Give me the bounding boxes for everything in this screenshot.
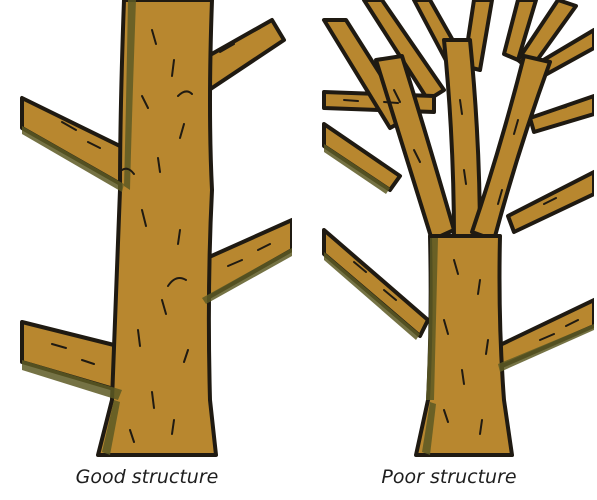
poor-stem-left	[376, 56, 454, 240]
good-structure-caption: Good structure	[2, 466, 292, 488]
poor-structure-tree-illustration	[304, 0, 594, 460]
good-structure-panel	[2, 0, 292, 460]
poor-structure-caption: Poor structure	[304, 466, 594, 488]
poor-branch-far-left	[324, 230, 428, 336]
poor-branch-right-lower	[508, 172, 594, 232]
poor-structure-panel	[304, 0, 594, 460]
good-trunk	[98, 0, 216, 455]
good-structure-tree-illustration	[2, 0, 292, 460]
poor-branch-mid-right	[530, 96, 594, 132]
